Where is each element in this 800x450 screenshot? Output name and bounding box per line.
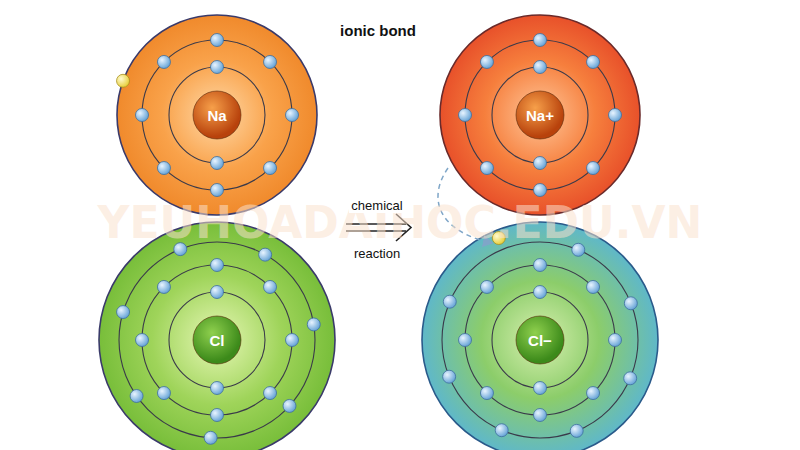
element-symbol: Cl− xyxy=(528,332,552,349)
electron-shell xyxy=(442,242,638,438)
electron xyxy=(286,334,299,347)
electron xyxy=(570,424,583,437)
electron xyxy=(157,387,170,400)
electron-shell xyxy=(142,40,292,190)
electron xyxy=(136,334,149,347)
nucleus-label: Na+ xyxy=(516,91,564,139)
element-symbol: Na xyxy=(207,107,226,124)
electron xyxy=(211,286,224,299)
electron-shell xyxy=(119,242,315,438)
electron xyxy=(534,286,547,299)
electron xyxy=(211,184,224,197)
electron xyxy=(264,55,277,68)
nucleus-label: Cl− xyxy=(516,316,564,364)
electron xyxy=(117,74,130,87)
electron xyxy=(587,55,600,68)
electron xyxy=(534,184,547,197)
electron xyxy=(117,306,130,319)
electron xyxy=(283,399,296,412)
nucleus-label: Na xyxy=(193,91,241,139)
reaction-label: reaction xyxy=(352,246,402,261)
electron xyxy=(211,382,224,395)
electron xyxy=(443,370,456,383)
electron xyxy=(480,387,493,400)
electron xyxy=(624,297,637,310)
atom-body xyxy=(440,15,640,215)
reaction-label: chemical xyxy=(349,198,404,213)
electron xyxy=(211,409,224,422)
electron xyxy=(264,162,277,175)
electron xyxy=(264,387,277,400)
electron xyxy=(534,34,547,47)
electron xyxy=(534,157,547,170)
electron xyxy=(534,259,547,272)
diagram-title: ionic bond xyxy=(340,22,416,39)
electron xyxy=(587,280,600,293)
electron xyxy=(130,390,143,403)
electron xyxy=(157,162,170,175)
electron xyxy=(211,157,224,170)
electron xyxy=(534,409,547,422)
electron xyxy=(157,280,170,293)
electron xyxy=(495,424,508,437)
electron xyxy=(443,295,456,308)
element-symbol: Na+ xyxy=(526,107,554,124)
electron xyxy=(211,259,224,272)
electron xyxy=(264,280,277,293)
nucleus xyxy=(516,316,564,364)
electron xyxy=(136,109,149,122)
electron xyxy=(259,248,272,261)
electron xyxy=(480,55,493,68)
element-symbol: Cl xyxy=(210,332,225,349)
electron xyxy=(459,334,472,347)
nucleus-label: Cl xyxy=(193,316,241,364)
electron xyxy=(534,61,547,74)
electron xyxy=(480,280,493,293)
atom-body xyxy=(422,222,658,450)
electron xyxy=(211,34,224,47)
electron xyxy=(534,382,547,395)
electron xyxy=(157,55,170,68)
nucleus xyxy=(193,91,241,139)
nucleus xyxy=(193,316,241,364)
electron xyxy=(480,162,493,175)
electron xyxy=(459,109,472,122)
electron xyxy=(286,109,299,122)
electron xyxy=(609,109,622,122)
electron xyxy=(204,431,217,444)
electron-shell xyxy=(492,292,588,388)
electron xyxy=(587,162,600,175)
electron-shell xyxy=(142,265,292,415)
nucleus xyxy=(516,91,564,139)
electron-shell xyxy=(169,292,265,388)
electron xyxy=(211,61,224,74)
electron-shell xyxy=(465,265,615,415)
atom-body xyxy=(117,15,317,215)
electron xyxy=(624,372,637,385)
electron-shell xyxy=(465,40,615,190)
electron xyxy=(609,334,622,347)
atom-body xyxy=(99,222,335,450)
electron xyxy=(587,387,600,400)
electron-shell xyxy=(169,67,265,163)
electron xyxy=(307,318,320,331)
electron-shell xyxy=(492,67,588,163)
